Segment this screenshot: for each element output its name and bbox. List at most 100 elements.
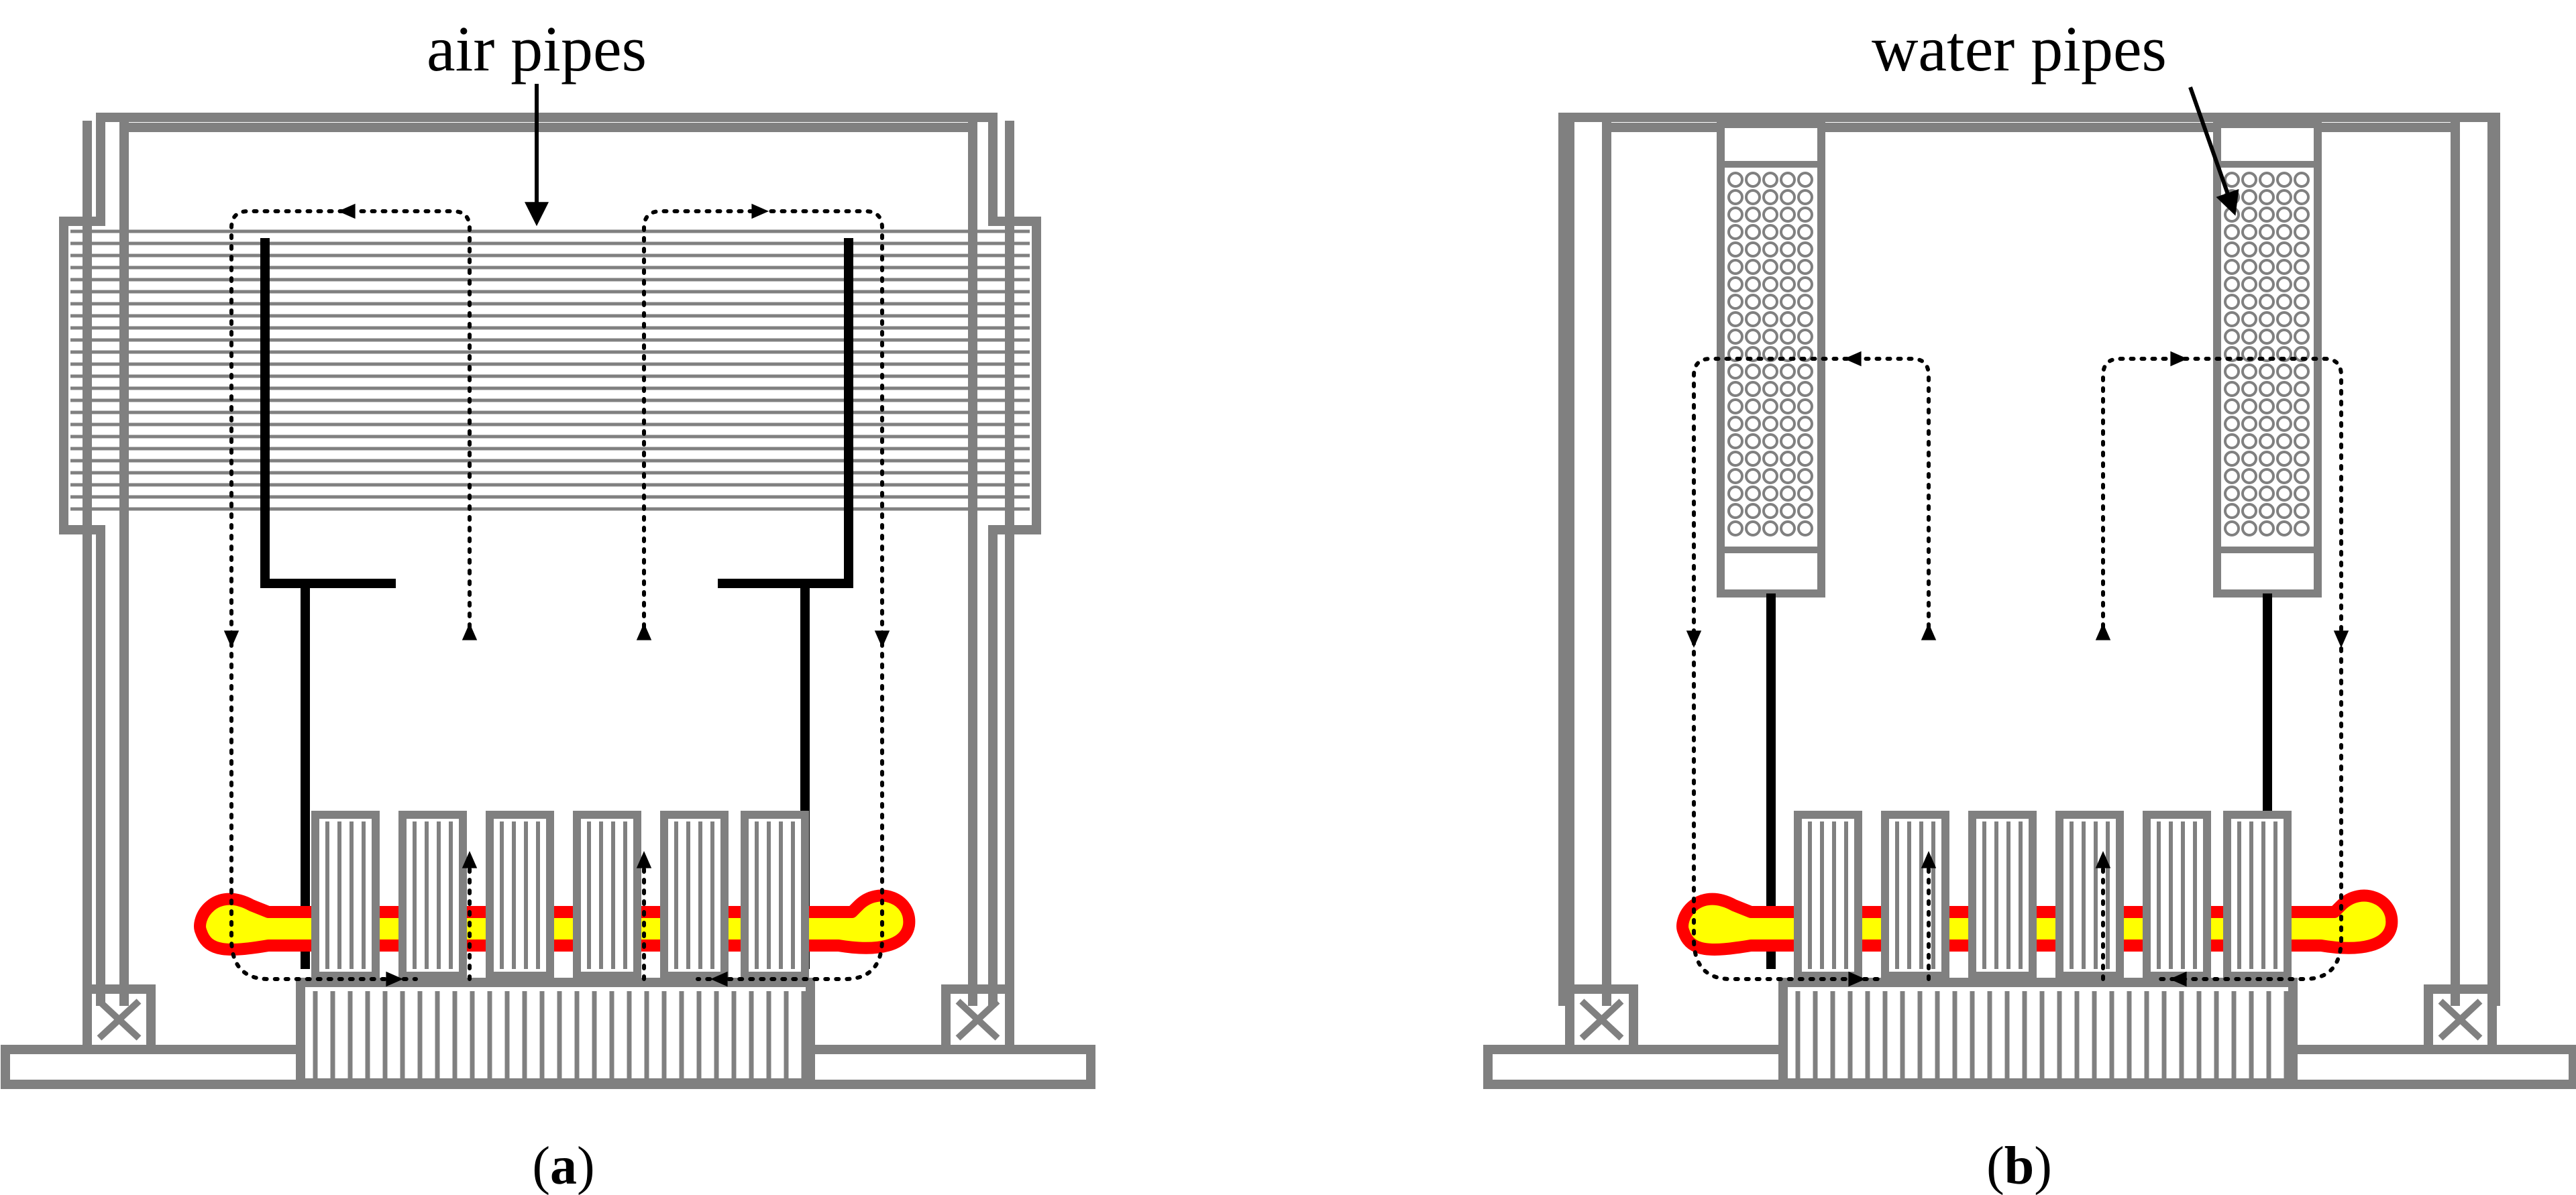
water-pipe [2241, 276, 2257, 292]
water-pipe [2241, 433, 2257, 449]
water-pipe [2294, 259, 2310, 275]
water-pipe [2259, 329, 2275, 345]
water-pipe [1745, 172, 1761, 188]
water-pipe [1797, 294, 1813, 310]
water-pipes-pointer-arrow [2188, 87, 2239, 216]
foot-cross [97, 999, 142, 1041]
water-pipe [2276, 294, 2292, 310]
water-pipe [1745, 259, 1761, 275]
water-pipe [2276, 520, 2292, 536]
water-pipe [2224, 311, 2240, 327]
baffle-right [718, 238, 853, 588]
coil-module [1881, 811, 1949, 980]
water-pipe [2259, 381, 2275, 397]
foot-block [2424, 984, 2497, 1054]
baffle-left [260, 238, 396, 588]
coil-module [398, 811, 467, 980]
water-pipe [2276, 172, 2292, 188]
water-pipe [2276, 259, 2292, 275]
water-pipe [1727, 381, 1743, 397]
water-pipe [2224, 241, 2240, 258]
water-pipe [1797, 207, 1813, 223]
flow-arrowhead [710, 971, 728, 987]
coil-module [486, 811, 554, 980]
water-pipe [2224, 398, 2240, 414]
water-pipe [1797, 381, 1813, 397]
water-pipe [1780, 224, 1796, 240]
water-pipe [2276, 346, 2292, 362]
water-pipe [2294, 486, 2310, 502]
water-pipe [2241, 381, 2257, 397]
water-pipe [2276, 416, 2292, 432]
water-pipe [1727, 433, 1743, 449]
foot-cross [1579, 999, 1624, 1041]
coil-modules [1794, 811, 2292, 980]
water-pipe [2241, 172, 2257, 188]
water-pipe [2259, 207, 2275, 223]
water-pipe [2241, 486, 2257, 502]
water-pipe [2294, 451, 2310, 467]
top-frame [59, 113, 1041, 1006]
foot-cross [955, 999, 1000, 1041]
flow-arrowhead [2169, 971, 2187, 987]
water-pipe [2224, 433, 2240, 449]
water-pipe [2224, 520, 2240, 536]
water-pipe [1797, 189, 1813, 205]
water-pipe [2224, 259, 2240, 275]
airflow-arrows [1686, 351, 2349, 987]
outer-frame [1558, 113, 2500, 1006]
water-pipe [1762, 311, 1778, 327]
coil-module [311, 811, 380, 980]
water-pipe [1727, 224, 1743, 240]
water-pipe [1762, 259, 1778, 275]
water-pipe [2259, 363, 2275, 380]
water-pipe [2294, 241, 2310, 258]
flow-arrowhead [1848, 971, 1866, 987]
water-pipe [1797, 486, 1813, 502]
water-pipe [1797, 503, 1813, 519]
foot-block [941, 984, 1014, 1054]
water-pipe [1797, 416, 1813, 432]
flow-arrowhead [1921, 851, 1937, 868]
water-pipe [1780, 433, 1796, 449]
water-pipe [1727, 468, 1743, 484]
water-pipe [1780, 486, 1796, 502]
water-pipe [1780, 451, 1796, 467]
water-pipe [1762, 363, 1778, 380]
panel-b-water-cooled: water pipes (b) [1483, 13, 2576, 1195]
water-pipe [1780, 207, 1796, 223]
flow-arrowhead [2095, 851, 2111, 868]
water-pipe [2241, 224, 2257, 240]
air-pipes-bundle [70, 229, 1030, 511]
water-pipe [2259, 398, 2275, 414]
water-pipe [2241, 468, 2257, 484]
water-pipe [1797, 520, 1813, 536]
panel-a-air-cooled: air pipes (a) [1, 13, 1095, 1195]
water-pipe [2276, 381, 2292, 397]
water-pipe [2259, 294, 2275, 310]
flow-arrowhead [2333, 630, 2349, 648]
flow-arrowhead [1686, 630, 1702, 648]
water-pipe [2294, 224, 2310, 240]
water-pipe [2294, 294, 2310, 310]
water-pipe [1762, 416, 1778, 432]
water-pipe [2259, 468, 2275, 484]
water-pipe [2294, 416, 2310, 432]
water-pipe [2276, 503, 2292, 519]
water-pipe [1727, 520, 1743, 536]
water-pipe [1727, 416, 1743, 432]
flow-arrowhead [1844, 351, 1862, 367]
water-pipe [2259, 224, 2275, 240]
water-pipe [2224, 468, 2240, 484]
water-pipe [1762, 381, 1778, 397]
water-pipe [1745, 381, 1761, 397]
water-pipe [1797, 241, 1813, 258]
water-pipe [1762, 468, 1778, 484]
water-pipe [1780, 241, 1796, 258]
water-pipe [2224, 276, 2240, 292]
water-pipe [2276, 311, 2292, 327]
water-pipe [2294, 433, 2310, 449]
water-pipe [2241, 451, 2257, 467]
water-pipe [1797, 451, 1813, 467]
flow-arrowhead [462, 623, 478, 640]
